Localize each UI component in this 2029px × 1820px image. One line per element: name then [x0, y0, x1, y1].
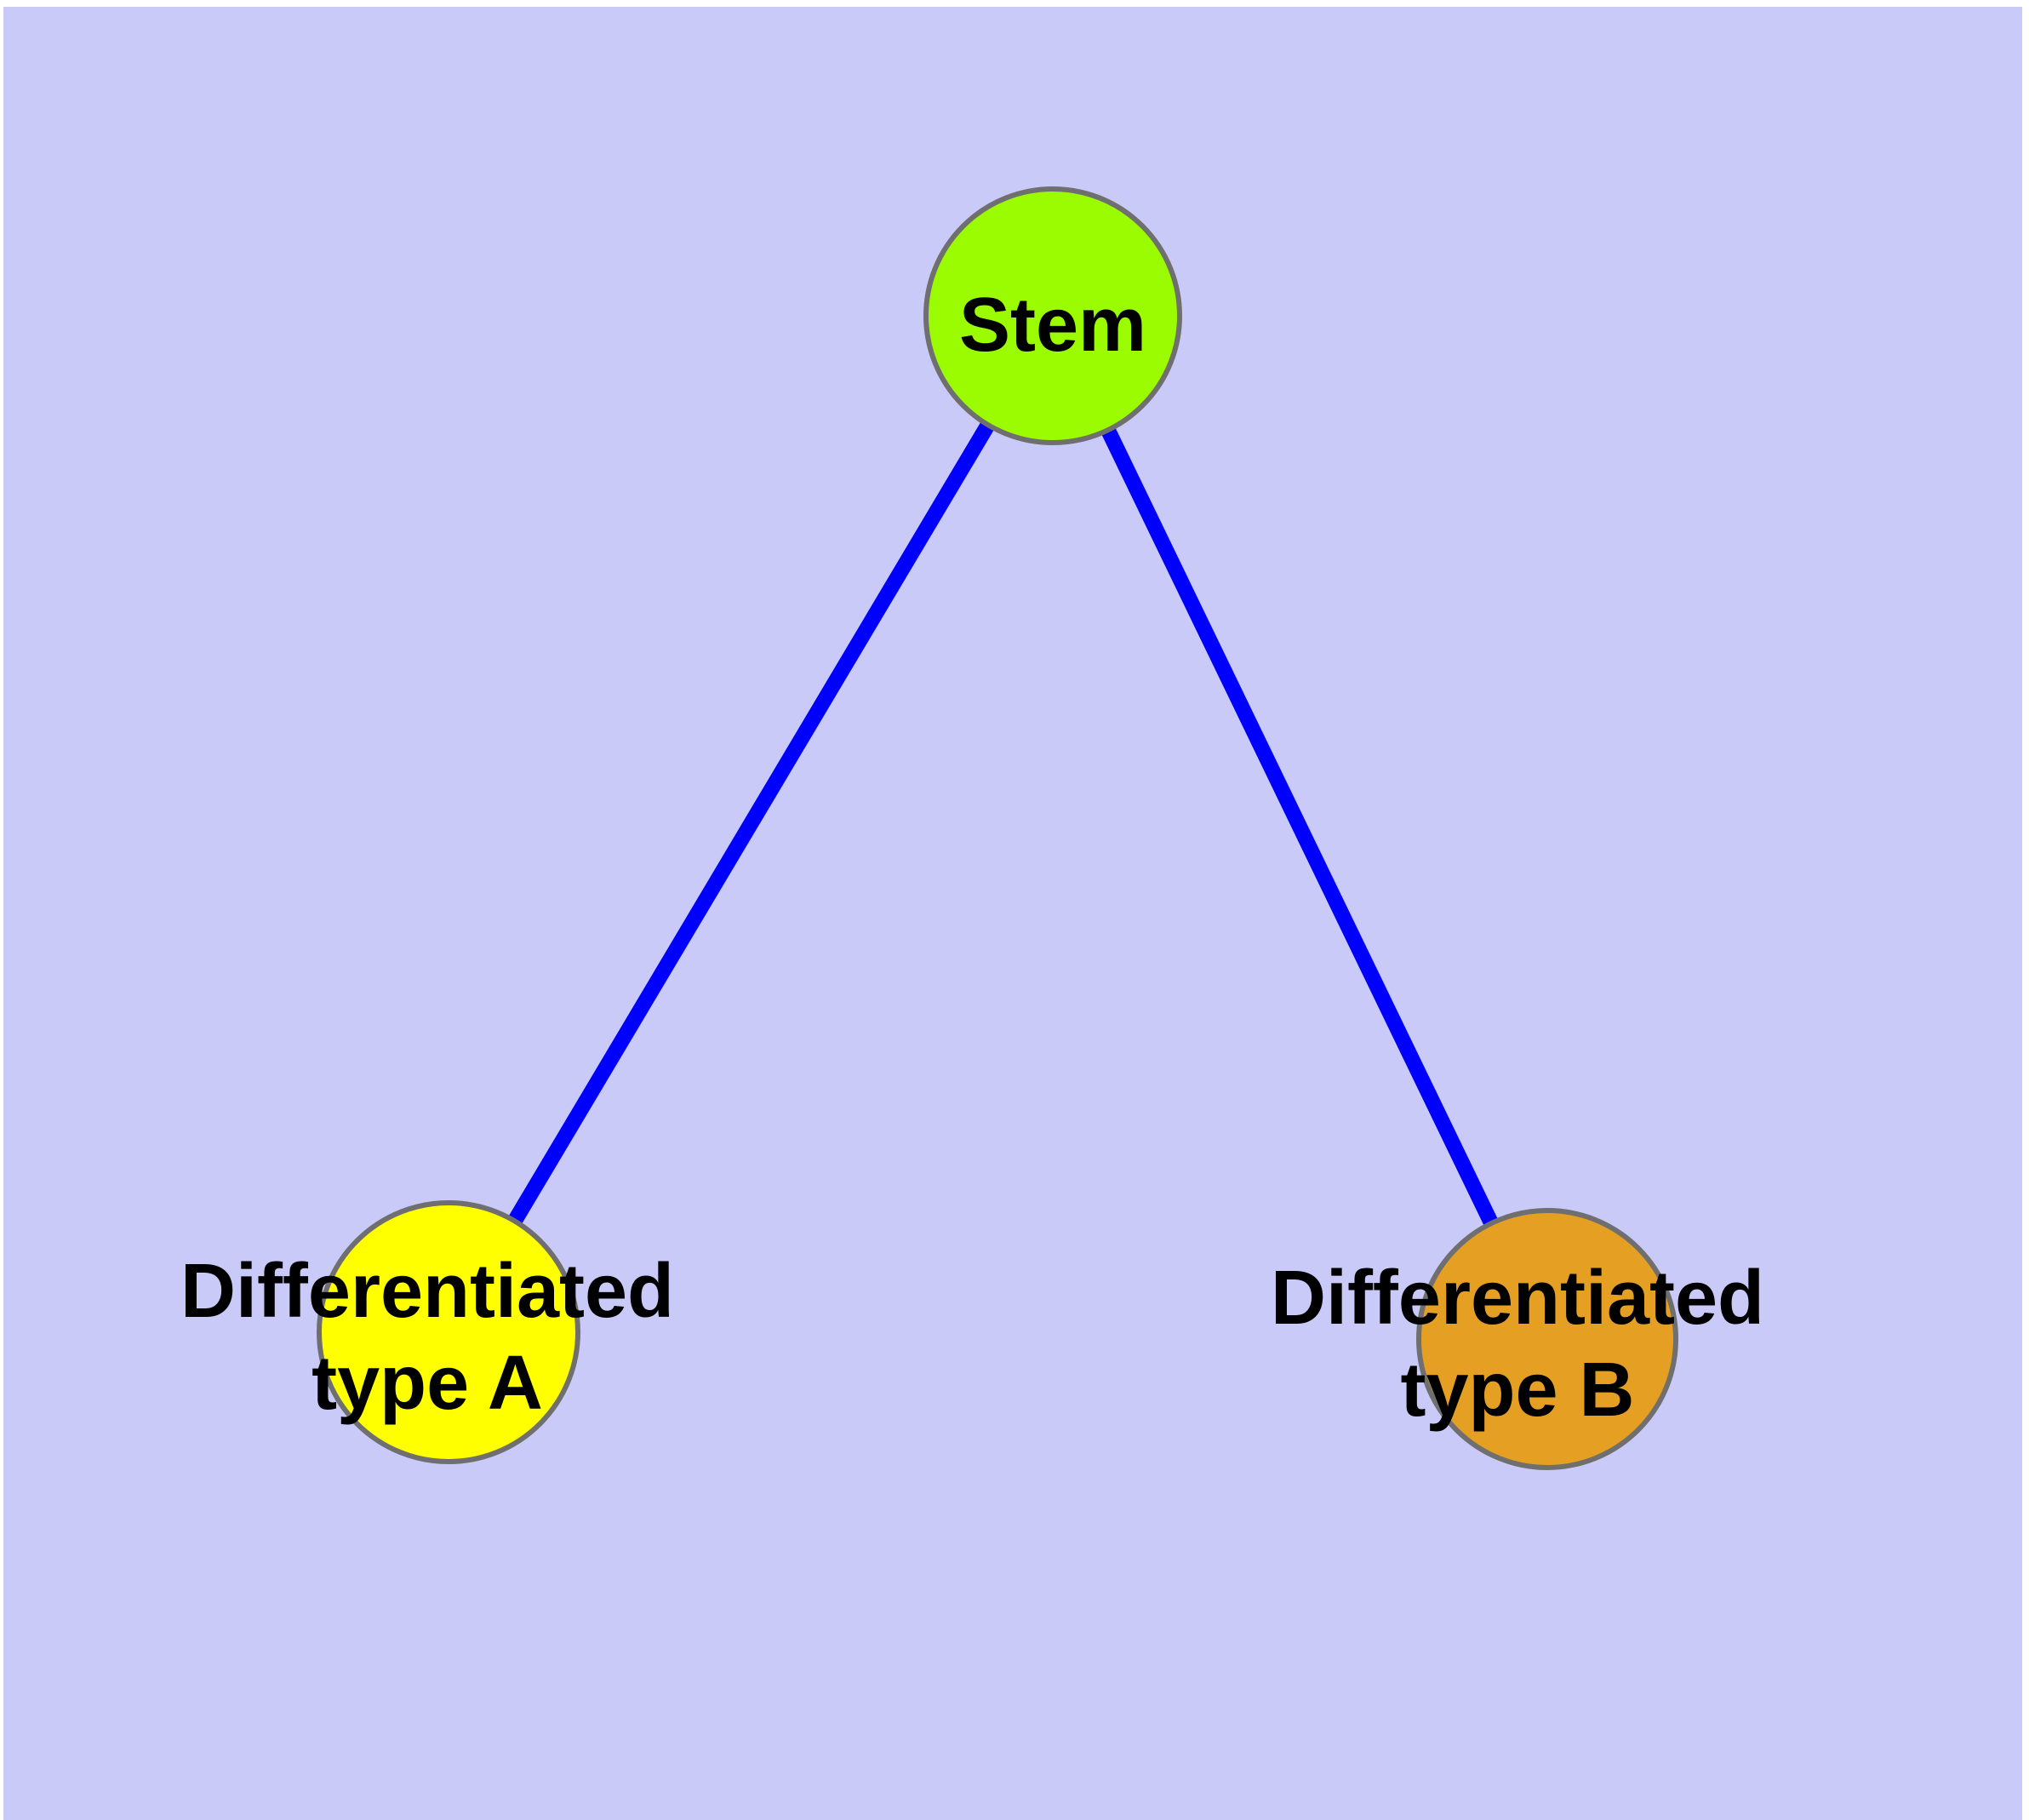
node-differentiated-type-b: [1416, 1208, 1678, 1470]
node-type-b-label-line2: type B: [1400, 1348, 1634, 1433]
edge-stem-to-type-a: [442, 312, 1060, 1336]
node-type-a-label-line2: type A: [311, 1341, 543, 1426]
node-type-b-label-line1: Differentiated: [1271, 1256, 1764, 1341]
node-differentiated-type-a: [317, 1200, 580, 1464]
node-type-a-label-line1: Differentiated: [180, 1249, 674, 1334]
node-stem-label: Stem: [959, 283, 1146, 368]
node-stem: [923, 186, 1182, 445]
edge-stem-to-type-b: [1045, 312, 1555, 1342]
